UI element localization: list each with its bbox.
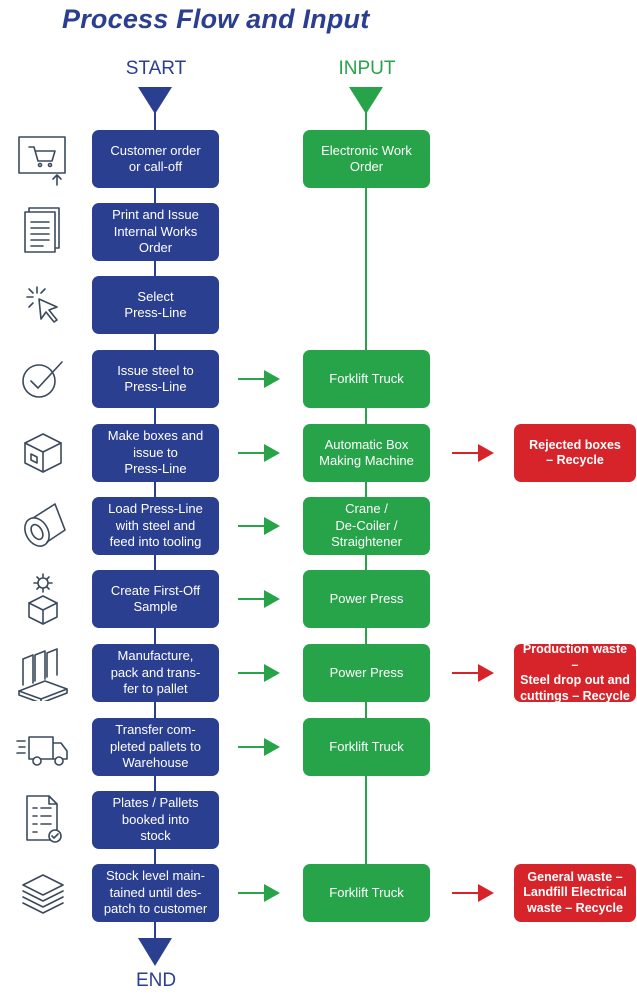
- step-box: Plates / Pallets booked into stock: [92, 791, 219, 849]
- input-arrow-head: [264, 370, 280, 388]
- truck-icon: [15, 719, 71, 775]
- input-box: Electronic Work Order: [303, 130, 430, 188]
- waste-box: General waste – Landfill Electrical wast…: [514, 864, 636, 922]
- steel-coil-icon: [15, 498, 71, 554]
- step-box: Load Press-Line with steel and feed into…: [92, 497, 219, 555]
- end-triangle: [138, 938, 172, 966]
- step-box: Create First-Off Sample: [92, 570, 219, 628]
- step-box: Select Press-Line: [92, 276, 219, 334]
- input-arrow-head: [264, 738, 280, 756]
- input-arrow-head: [264, 444, 280, 462]
- waste-arrow-head: [478, 444, 494, 462]
- input-box: Power Press: [303, 570, 430, 628]
- step-box: Stock level main- tained until des- patc…: [92, 864, 219, 922]
- input-box: Forklift Truck: [303, 864, 430, 922]
- input-arrow-head: [264, 517, 280, 535]
- checkmark-circle-icon: [15, 351, 71, 407]
- input-box: Forklift Truck: [303, 718, 430, 776]
- end-label: END: [135, 970, 177, 991]
- pallet-icon: [15, 645, 71, 704]
- input-box: Power Press: [303, 644, 430, 702]
- step-box: Issue steel to Press-Line: [92, 350, 219, 408]
- input-arrow-head: [264, 590, 280, 608]
- input-box: Forklift Truck: [303, 350, 430, 408]
- page-title: Process Flow and Input: [62, 4, 370, 34]
- step-box: Customer order or call-off: [92, 130, 219, 188]
- start-triangle: [138, 87, 172, 114]
- input-arrow-head: [264, 884, 280, 902]
- gear-box-icon: [15, 571, 71, 627]
- waste-box: Production waste – Steel drop out and cu…: [514, 642, 636, 703]
- input-triangle: [349, 87, 383, 114]
- checklist-icon: [15, 792, 71, 848]
- start-label: START: [125, 58, 187, 79]
- step-box: Manufacture, pack and trans- fer to pall…: [92, 644, 219, 702]
- waste-arrow-head: [478, 664, 494, 682]
- box-icon: [15, 425, 71, 481]
- step-box: Print and Issue Internal Works Order: [92, 203, 219, 261]
- cart-screen-icon: [15, 131, 71, 187]
- layers-icon: [15, 865, 71, 921]
- waste-arrow-head: [478, 884, 494, 902]
- input-box: Automatic Box Making Machine: [303, 424, 430, 482]
- waste-box: Rejected boxes – Recycle: [514, 424, 636, 482]
- documents-icon: [15, 204, 71, 260]
- input-arrow-head: [264, 664, 280, 682]
- step-box: Make boxes and issue to Press-Line: [92, 424, 219, 482]
- cursor-click-icon: [15, 277, 71, 333]
- input-label: INPUT: [338, 58, 396, 79]
- input-box: Crane / De-Coiler / Straightener: [303, 497, 430, 555]
- step-box: Transfer com- pleted pallets to Warehous…: [92, 718, 219, 776]
